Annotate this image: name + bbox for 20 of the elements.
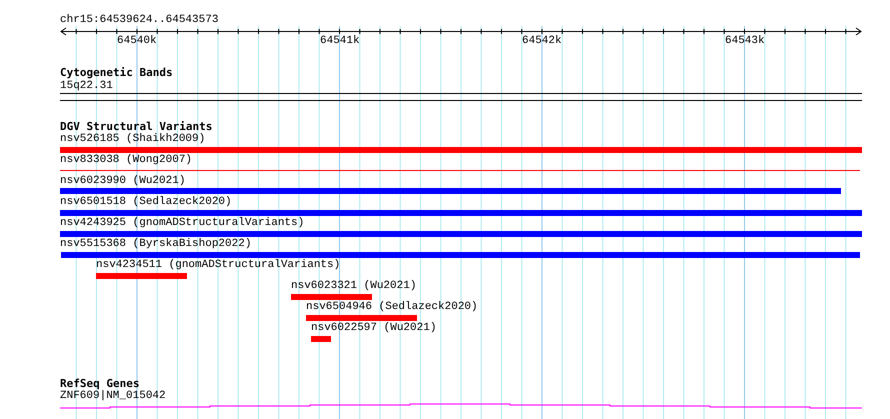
- gene-label: ZNF609|NM_015042: [60, 390, 166, 402]
- variant-label: nsv6022597 (Wu2021): [311, 322, 436, 334]
- variant-label: nsv526185 (Shaikh2009): [60, 133, 206, 145]
- variant-label: nsv6023321 (Wu2021): [291, 280, 416, 292]
- variant-label: nsv833038 (Wong2007): [60, 154, 192, 166]
- coordinate-label: chr15:64539624..64543573: [60, 14, 218, 26]
- track-title: DGV Structural Variants: [60, 121, 212, 133]
- variant-label: nsv4243925 (gnomADStructuralVariants): [60, 217, 304, 229]
- track-title: RefSeq Genes: [60, 378, 140, 390]
- variant-label: nsv6501518 (Sedlazeck2020): [60, 196, 232, 208]
- variant-label: nsv5515368 (ByrskaBishop2022): [60, 238, 252, 250]
- tick-label: 64540k: [117, 35, 157, 47]
- tick-label: 64543k: [725, 35, 765, 47]
- tick-label: 64542k: [522, 35, 562, 47]
- tick-label: 64541k: [320, 35, 360, 47]
- variant-label: nsv4234511 (gnomADStructuralVariants): [96, 259, 340, 271]
- band-label: 15q22.31: [60, 80, 113, 92]
- track-title: Cytogenetic Bands: [60, 67, 173, 79]
- variant-label: nsv6023990 (Wu2021): [60, 175, 186, 187]
- variant-label: nsv6504946 (Sedlazeck2020): [306, 301, 478, 313]
